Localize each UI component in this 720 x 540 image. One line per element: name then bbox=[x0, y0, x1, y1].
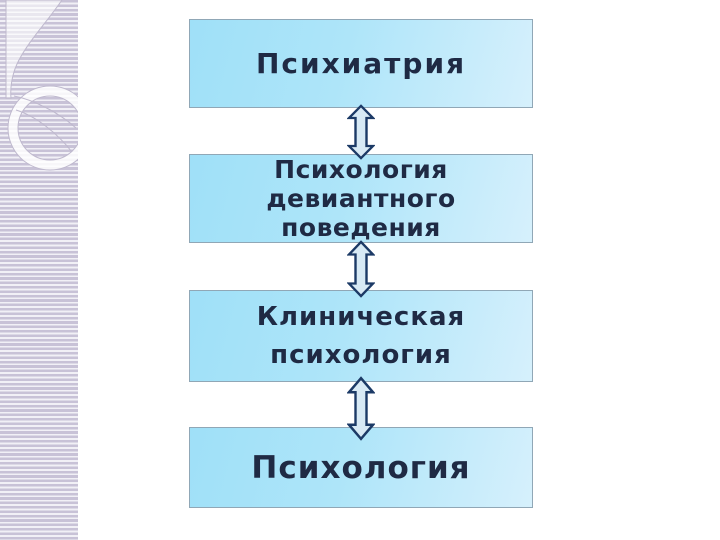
box-label: Психология bbox=[251, 449, 471, 486]
box-label: Психология bbox=[274, 155, 448, 184]
box-label: психология bbox=[270, 340, 452, 370]
decorative-sidebar bbox=[0, 0, 78, 540]
up-down-arrow-icon bbox=[347, 376, 375, 441]
swirl-ornament-icon bbox=[5, 0, 78, 171]
diagram-box-psychiatry: Психиатрия bbox=[189, 19, 533, 108]
diagram-box-clinical-psychology: Клиническая психология bbox=[189, 290, 533, 382]
box-label: Клиническая bbox=[256, 302, 466, 332]
up-down-arrow-icon bbox=[347, 240, 375, 298]
box-label: Психиатрия bbox=[255, 47, 467, 80]
up-down-arrow-icon bbox=[347, 104, 375, 160]
diagram-box-deviant-behavior-psychology: Психология девиантного поведения bbox=[189, 154, 533, 243]
box-label: девиантного bbox=[266, 184, 456, 213]
box-label: поведения bbox=[281, 213, 441, 242]
